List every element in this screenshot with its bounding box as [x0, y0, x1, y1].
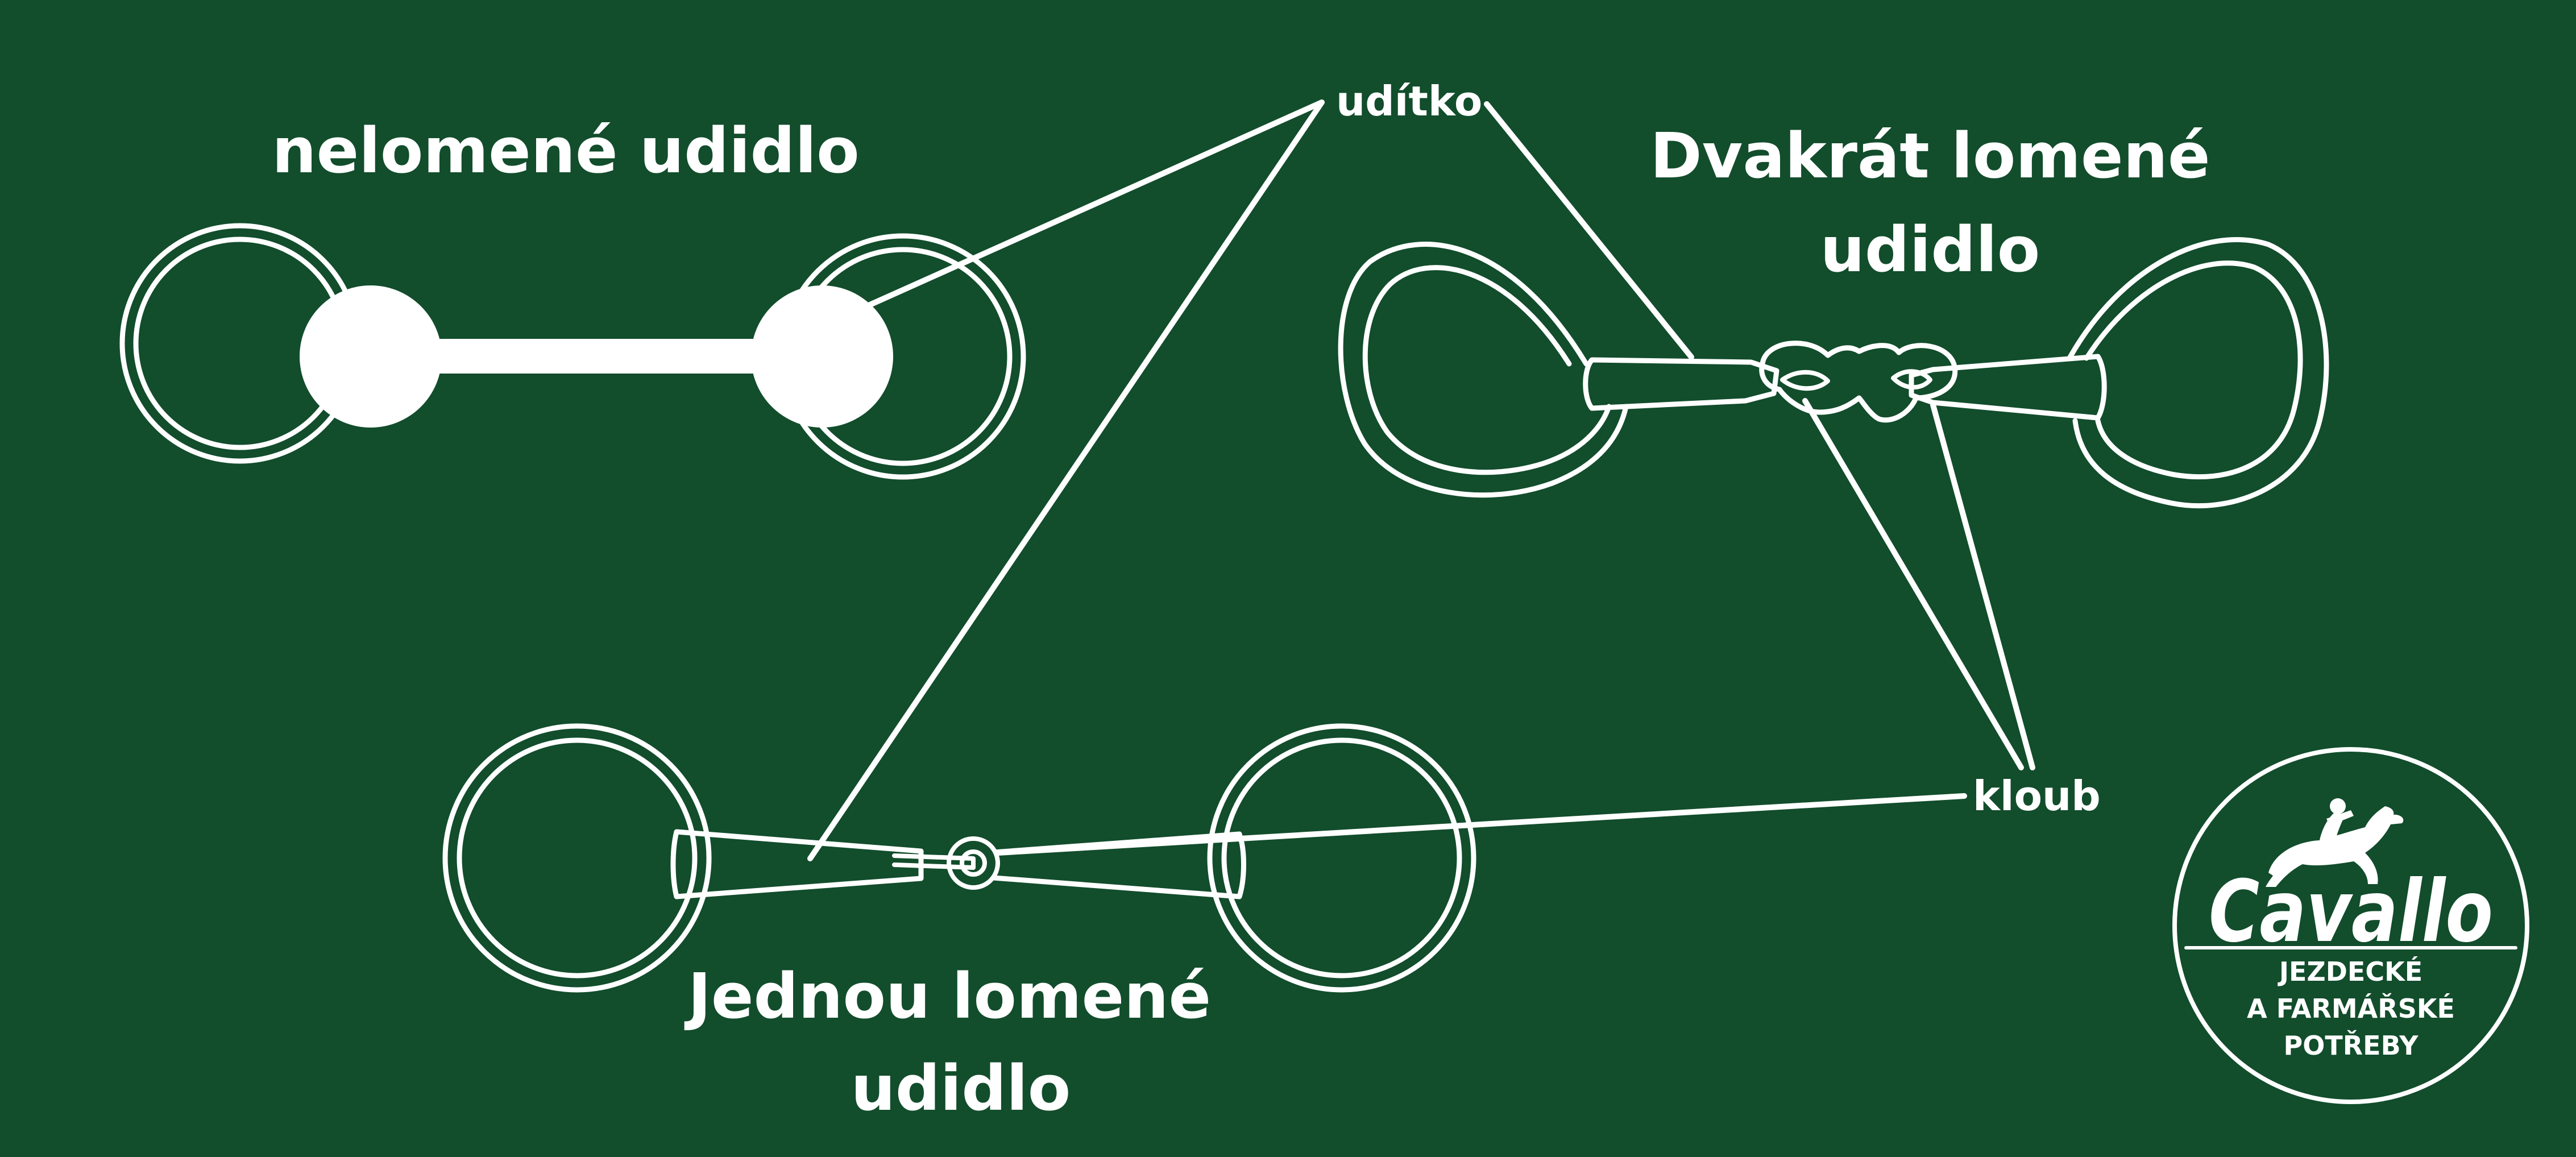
logo-tagline-line2: A FARMÁŘSKÉ — [2247, 993, 2455, 1024]
single-broken-bit-title-line2: udidlo — [851, 1052, 1071, 1125]
horse-and-rider-jumping-icon — [2266, 798, 2404, 887]
double-broken-bit-title-line1: Dvakrát lomené — [1650, 119, 2210, 192]
joint-label: kloub — [1973, 772, 2101, 820]
double-broken-bit-left-ring — [1338, 242, 1629, 498]
mouthpiece-callout-lines — [807, 99, 1694, 861]
single-broken-bit — [442, 723, 1476, 993]
single-broken-bit-left-cannon — [670, 829, 924, 899]
logo-circle — [2172, 747, 2529, 1104]
single-broken-bit-left-ring — [442, 723, 712, 993]
unbroken-bit-left-cheek — [300, 285, 442, 428]
double-broken-bit-link-hole-right — [1891, 369, 1932, 390]
single-broken-bit-right-ring — [1207, 723, 1476, 993]
unbroken-bit-right-cheek — [751, 285, 893, 428]
single-broken-bit-joint — [892, 836, 1000, 890]
logo-tagline-line1: JEZDECKÉ — [2278, 956, 2422, 987]
double-broken-bit-title-line2: udidlo — [1820, 213, 2040, 286]
unbroken-bit — [119, 223, 1026, 480]
cavallo-logo: Cavallo JEZDECKÉ A FARMÁŘSKÉ POTŘEBY — [2172, 747, 2529, 1104]
double-broken-bit — [1338, 237, 2329, 509]
joint-callout-lines — [995, 398, 2035, 856]
logo-brand: Cavallo — [2209, 862, 2493, 961]
single-broken-bit-title-line1: Jednou lomené — [684, 960, 1211, 1032]
logo-tagline-line3: POTŘEBY — [2284, 1030, 2419, 1061]
double-broken-bit-left-cannon — [1583, 357, 1779, 411]
double-broken-bit-right-ring — [2067, 237, 2329, 509]
unbroken-bit-title: nelomené udidlo — [272, 114, 859, 187]
single-broken-bit-right-cannon — [984, 831, 1246, 899]
mouthpiece-label: udítko — [1336, 77, 1482, 125]
double-broken-bit-right-cannon — [1909, 354, 2107, 421]
double-broken-bit-link-hole-left — [1780, 370, 1830, 391]
